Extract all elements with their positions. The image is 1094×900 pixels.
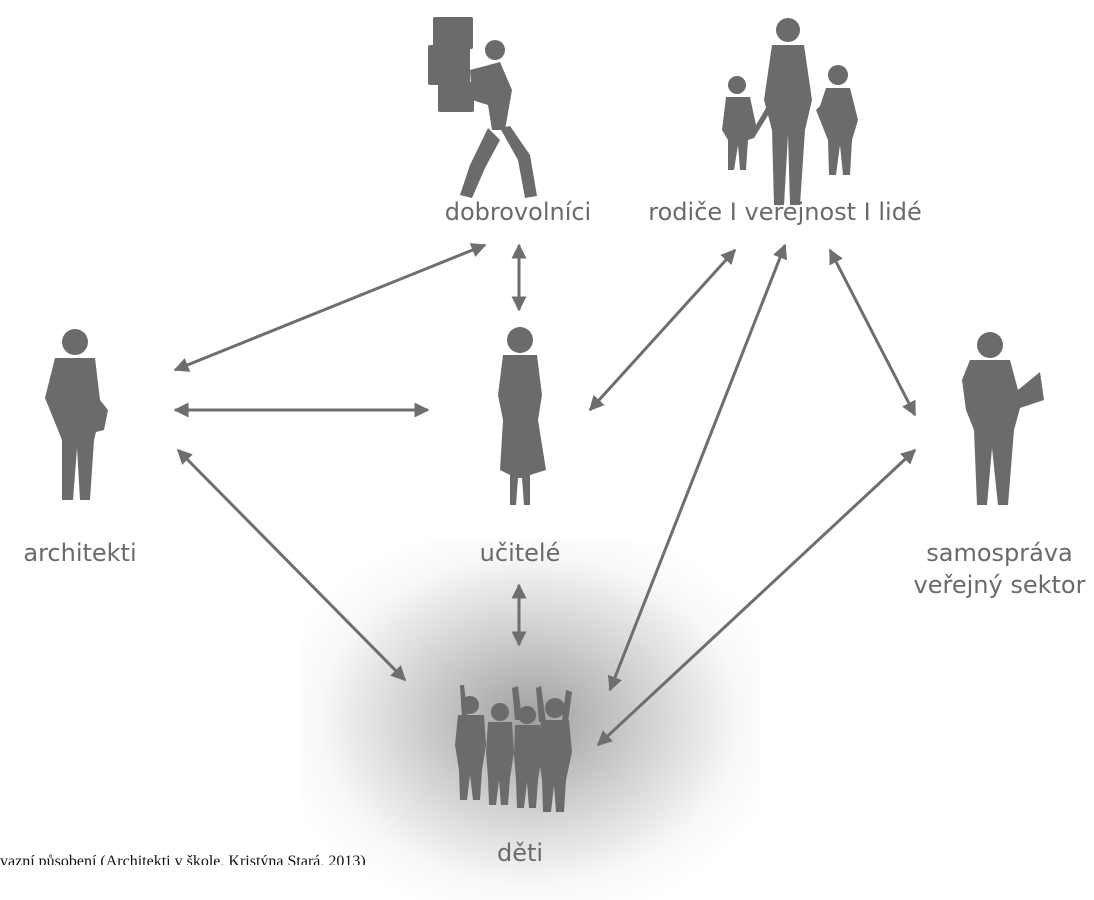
architect-silhouette-icon: [45, 329, 108, 500]
teacher-silhouette-icon: [498, 327, 546, 505]
label-rodice: rodiče I veřejnost I lidé: [648, 198, 922, 226]
label-dobrovolnici: dobrovolníci: [444, 198, 592, 226]
arrow-architekti-dobrovolnici: [173, 243, 487, 372]
label-architekti: architekti: [23, 539, 137, 567]
label-deti: děti: [496, 839, 544, 867]
label-samosprava: samospráva: [926, 539, 1073, 567]
diagram-canvas: dobrovolníci rodiče I veřejnost I lidé a…: [0, 17, 1086, 900]
arrow-rodice-ucitele: [588, 248, 737, 412]
volunteer-silhouette-icon: [428, 17, 537, 198]
arrow-samosprava-deti: [596, 448, 917, 747]
family-silhouette-icon: [722, 18, 858, 205]
arrow-architekti-deti: [176, 448, 407, 682]
label-verejny-sektor: veřejný sektor: [913, 571, 1086, 599]
diagram-graphics: [45, 17, 1044, 812]
figure-caption: vazní působení (Architekti v škole, Kris…: [0, 853, 366, 870]
label-ucitele: učitelé: [479, 539, 561, 567]
children-silhouette-icon: [455, 685, 572, 812]
arrow-rodice-deti: [607, 243, 788, 692]
official-silhouette-icon: [962, 332, 1044, 505]
arrow-rodice-samosprava: [828, 248, 917, 417]
